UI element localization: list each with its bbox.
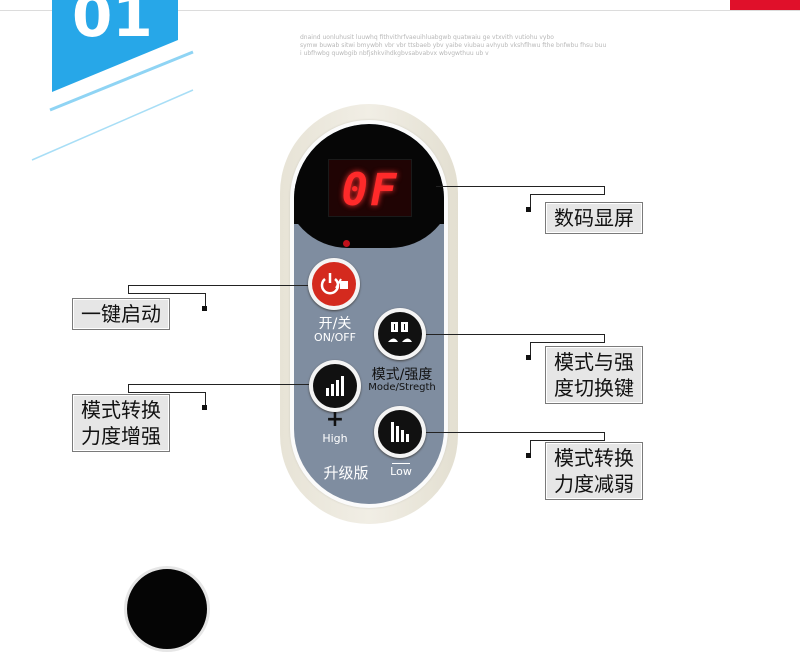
power-label-en: ON/OFF: [314, 331, 356, 344]
callout-mode: 模式与强 度切换键: [545, 346, 643, 404]
callout-tick-increase: [202, 405, 207, 410]
callout-decrease-line-2: 力度减弱: [554, 472, 634, 496]
callout-decrease-line-1: 模式转换: [554, 446, 634, 470]
next-section-circle: [124, 566, 210, 652]
callout-line-decrease-b: [530, 440, 605, 441]
fine-print-3: i ubfhwbg quwbgib nbfjshkvihdkgbvsabvabv…: [300, 50, 489, 57]
callout-line-mode-v: [604, 334, 605, 343]
low-overline: [392, 463, 410, 464]
indicator-led: [343, 240, 350, 247]
mode-label-cn: 模式/强度: [371, 367, 433, 383]
power-label-cn: 开/关: [318, 316, 352, 332]
callout-mode-line-1: 模式与强: [554, 350, 634, 374]
fine-print-2: symw buwab sitwi bmywbh vbr vbr ttsbaeb …: [300, 42, 607, 49]
callout-line-decrease: [426, 432, 605, 433]
low-label: Low: [390, 465, 412, 478]
mode-label-en: Mode/Stregth: [368, 382, 436, 393]
callout-line-power-b: [128, 293, 206, 294]
top-divider: [0, 10, 800, 11]
red-corner-tab: [730, 0, 800, 10]
callout-line-increase-v: [128, 384, 129, 393]
callout-mode-line-2: 度切换键: [554, 376, 634, 400]
callout-decrease: 模式转换 力度减弱: [545, 442, 643, 500]
callout-tick-decrease: [526, 453, 531, 458]
callout-line-power: [128, 285, 308, 286]
callout-line-power-c: [205, 293, 206, 309]
callout-line-increase: [128, 384, 309, 385]
fine-print-1: dnaind uonluhusit luuwhq fithvithrfvaeui…: [300, 34, 554, 41]
callout-increase-line-2: 力度增强: [81, 424, 161, 448]
callout-line-mode-c: [530, 342, 531, 358]
callout-tick-power: [202, 306, 207, 311]
callout-increase-line-1: 模式转换: [81, 398, 161, 422]
high-label: High: [322, 432, 348, 445]
callout-line-display-b: [530, 194, 605, 195]
step-badge-panel: [52, 0, 178, 92]
callout-line-decrease-v: [604, 432, 605, 441]
bars-up-icon: [313, 364, 357, 408]
callout-line-decrease-c: [530, 440, 531, 456]
mode-icon: [378, 312, 422, 356]
power-button[interactable]: [308, 258, 360, 310]
callout-tick-display: [526, 207, 531, 212]
power-icon: [312, 262, 356, 306]
digital-display: 0F: [328, 159, 412, 217]
callout-line-mode: [426, 334, 605, 335]
plus-symbol: +: [325, 407, 345, 432]
callout-power: 一键启动: [72, 298, 170, 330]
increase-button[interactable]: [309, 360, 361, 412]
mode-button[interactable]: [374, 308, 426, 360]
step-number: 01: [72, 0, 153, 50]
callout-line-power-v: [128, 285, 129, 294]
callout-line-display: [436, 186, 605, 187]
callout-line-increase-b: [128, 392, 206, 393]
callout-line-increase-c: [205, 392, 206, 408]
callout-increase: 模式转换 力度增强: [72, 394, 170, 452]
callout-line-display-v: [604, 186, 605, 195]
callout-line-display-c: [530, 194, 531, 210]
edition-label: 升级版: [323, 464, 369, 482]
callout-line-mode-b: [530, 342, 605, 343]
step-badge-stripe-thin: [31, 89, 194, 161]
step-badge: 01: [31, 0, 194, 161]
callout-display: 数码显屏: [545, 202, 643, 234]
bars-down-icon: [378, 410, 422, 454]
decrease-button[interactable]: [374, 406, 426, 458]
display-value: 0F: [341, 165, 399, 216]
step-badge-stripe: [49, 50, 194, 112]
callout-tick-mode: [526, 355, 531, 360]
